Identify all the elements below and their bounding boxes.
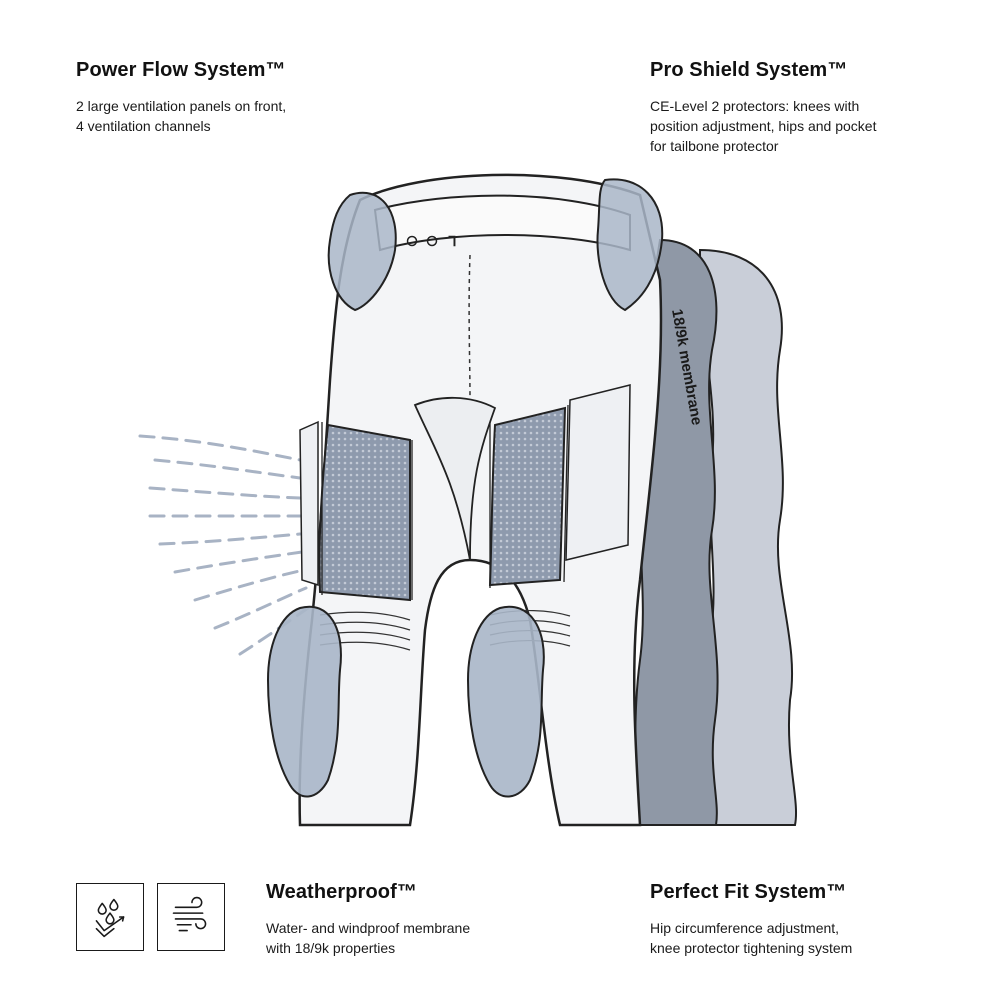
wind-icon [157,883,225,951]
weatherproof-description: Water- and windproof membrane with 18/9k… [266,918,566,958]
perfect-fit-title: Perfect Fit System™ [650,881,847,903]
zipper-lines [321,404,569,600]
perfect-fit-feature: Perfect Fit System™ Hip circumference ad… [650,880,950,958]
pro-shield-line-3: for tailbone protector [650,138,779,154]
weatherproof-title: Weatherproof™ [266,881,417,903]
weatherproof-feature: Weatherproof™ Water- and windproof membr… [266,880,566,958]
knee-protector-left [266,605,342,798]
power-flow-feature: Power Flow System™ 2 large ventilation p… [76,58,376,136]
waistband-button-2 [426,235,438,247]
weatherproof-line-2: with 18/9k properties [266,940,396,956]
wind-icon-glyph [172,896,207,932]
power-flow-description: 2 large ventilation panels on front, 4 v… [76,96,376,136]
pro-shield-line-2: position adjustment, hips and pocket [650,118,877,134]
perfect-fit-line-2: knee protector tightening system [650,940,853,956]
brand-logo-mark: ᒣ [448,233,457,249]
perfect-fit-line-1: Hip circumference adjustment, [650,920,840,936]
knee-protector-right [466,605,545,798]
pro-shield-feature: Pro Shield System™ CE-Level 2 protectors… [650,58,950,156]
perfect-fit-description: Hip circumference adjustment, knee prote… [650,918,950,958]
crotch-panel [413,396,497,561]
vent-panel-right [488,406,567,587]
cargo-pocket-left [299,420,319,587]
hip-protector-left [327,191,397,312]
waistband-button-1 [406,235,418,247]
pro-shield-description: CE-Level 2 protectors: knees with positi… [650,96,950,156]
water-drops-icon-glyph [95,898,125,938]
cargo-pocket-right [565,384,631,561]
pants-illustration: 18/9k membrane ᒣ [138,173,798,827]
power-flow-title: Power Flow System™ [76,59,286,81]
vent-panel-left [318,423,411,602]
hip-protector-right [596,178,664,312]
pro-shield-title: Pro Shield System™ [650,59,848,81]
power-flow-line-2: 4 ventilation channels [76,118,211,134]
pro-shield-line-1: CE-Level 2 protectors: knees with [650,98,860,114]
weatherproof-line-1: Water- and windproof membrane [266,920,471,936]
water-drops-icon [76,883,144,951]
fly-seam [468,254,471,401]
power-flow-line-1: 2 large ventilation panels on front, [76,98,287,114]
